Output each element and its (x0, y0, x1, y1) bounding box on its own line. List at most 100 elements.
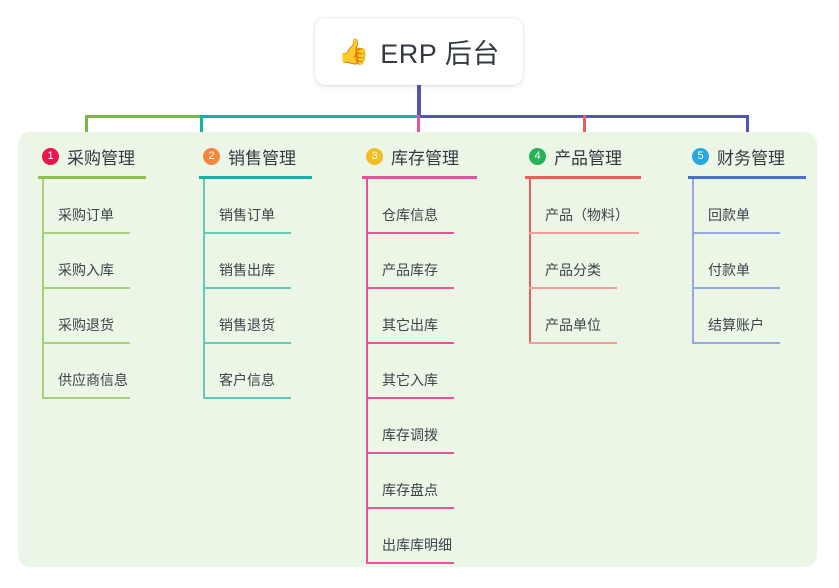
list-item-label: 回款单 (708, 207, 750, 223)
list-item[interactable]: 销售退货 (203, 289, 349, 344)
list-item[interactable]: 销售出库 (203, 234, 349, 289)
list-item[interactable]: 其它入库 (366, 344, 517, 399)
list-item-rule (366, 452, 454, 454)
branch-header-rule (38, 176, 146, 179)
list-item-rule (366, 397, 454, 399)
branch-title: 产品管理 (554, 149, 622, 168)
list-item-rule (203, 397, 291, 399)
mindmap-panel (18, 132, 817, 567)
list-item[interactable]: 供应商信息 (42, 344, 188, 399)
branch-column-4: 4 产品管理 产品（物料） 产品分类 产品单位 (525, 143, 685, 344)
list-item-rule (529, 342, 617, 344)
list-item-rule (529, 287, 617, 289)
list-item-label: 销售订单 (219, 207, 275, 223)
list-item[interactable]: 采购退货 (42, 289, 188, 344)
branch-header-5[interactable]: 5 财务管理 (688, 143, 838, 170)
branch-column-1: 1 采购管理 采购订单 采购入库 采购退货 供应商信息 (38, 143, 188, 399)
list-item-rule (42, 232, 130, 234)
list-item[interactable]: 库存调拨 (366, 399, 517, 454)
list-item[interactable]: 结算账户 (692, 289, 838, 344)
branch-header-3[interactable]: 3 库存管理 (362, 143, 517, 170)
list-item-rule (366, 562, 454, 564)
branch-number-badge: 4 (529, 148, 546, 165)
list-item-rule (692, 342, 780, 344)
branch-column-2: 2 销售管理 销售订单 销售出库 销售退货 客户信息 (199, 143, 349, 399)
list-item-label: 产品（物料） (545, 207, 629, 223)
list-item-rule (692, 287, 780, 289)
branch-header-2[interactable]: 2 销售管理 (199, 143, 349, 170)
branch-header-rule (199, 176, 312, 179)
branch-header-rule (688, 176, 806, 179)
branch-number-badge: 1 (42, 148, 59, 165)
list-item-rule (366, 507, 454, 509)
branch-title: 财务管理 (717, 149, 785, 168)
list-item-label: 其它入库 (382, 372, 438, 388)
branch-items-1: 采购订单 采购入库 采购退货 供应商信息 (42, 179, 188, 399)
list-item[interactable]: 回款单 (692, 179, 838, 234)
branch-column-5: 5 财务管理 回款单 付款单 结算账户 (688, 143, 838, 344)
connector-bus-green (85, 115, 203, 118)
branch-title: 库存管理 (391, 149, 459, 168)
list-item[interactable]: 客户信息 (203, 344, 349, 399)
list-item-label: 付款单 (708, 262, 750, 278)
list-item-label: 采购退货 (58, 317, 114, 333)
list-item[interactable]: 产品库存 (366, 234, 517, 289)
branch-items-3: 仓库信息 产品库存 其它出库 其它入库 库存调拨 库存盘点 出库库明细 (366, 179, 517, 564)
branch-number-badge: 3 (366, 148, 383, 165)
list-item-rule (42, 397, 130, 399)
list-item[interactable]: 采购入库 (42, 234, 188, 289)
branch-title: 采购管理 (67, 149, 135, 168)
branch-header-rule (525, 176, 641, 179)
list-item-rule (203, 232, 291, 234)
list-item-rule (203, 287, 291, 289)
branch-header-1[interactable]: 1 采购管理 (38, 143, 188, 170)
branch-spine (203, 179, 205, 399)
list-item[interactable]: 采购订单 (42, 179, 188, 234)
list-item-label: 其它出库 (382, 317, 438, 333)
list-item-label: 产品库存 (382, 262, 438, 278)
list-item[interactable]: 产品单位 (529, 289, 685, 344)
list-item-label: 采购订单 (58, 207, 114, 223)
list-item-rule (529, 232, 639, 234)
list-item-rule (366, 232, 454, 234)
list-item-rule (366, 342, 454, 344)
list-item-label: 供应商信息 (58, 372, 128, 388)
branch-spine (42, 179, 44, 399)
list-item-rule (42, 287, 130, 289)
list-item-rule (366, 287, 454, 289)
list-item-label: 出库库明细 (382, 537, 452, 553)
branch-header-4[interactable]: 4 产品管理 (525, 143, 685, 170)
list-item-label: 销售退货 (219, 317, 275, 333)
root-connector-stem (417, 85, 421, 118)
list-item[interactable]: 库存盘点 (366, 454, 517, 509)
list-item[interactable]: 出库库明细 (366, 509, 517, 564)
list-item-label: 库存调拨 (382, 427, 438, 443)
list-item-label: 结算账户 (708, 317, 764, 333)
list-item-label: 库存盘点 (382, 482, 438, 498)
list-item-rule (42, 342, 130, 344)
branch-items-5: 回款单 付款单 结算账户 (692, 179, 838, 344)
list-item[interactable]: 产品（物料） (529, 179, 685, 234)
list-item[interactable]: 销售订单 (203, 179, 349, 234)
list-item-label: 仓库信息 (382, 207, 438, 223)
branch-items-2: 销售订单 销售出库 销售退货 客户信息 (203, 179, 349, 399)
branch-number-badge: 2 (203, 148, 220, 165)
branch-number-badge: 5 (692, 148, 709, 165)
list-item-label: 产品单位 (545, 317, 601, 333)
root-node[interactable]: 👍 ERP 后台 (315, 18, 523, 85)
list-item-label: 产品分类 (545, 262, 601, 278)
connector-bus-teal (200, 115, 419, 118)
branch-items-4: 产品（物料） 产品分类 产品单位 (529, 179, 685, 344)
branch-title: 销售管理 (228, 149, 296, 168)
root-node-title: ERP 后台 (380, 39, 500, 69)
list-item[interactable]: 仓库信息 (366, 179, 517, 234)
list-item-rule (203, 342, 291, 344)
branch-spine (692, 179, 694, 344)
list-item[interactable]: 产品分类 (529, 234, 685, 289)
list-item[interactable]: 其它出库 (366, 289, 517, 344)
branch-spine (366, 179, 368, 564)
branch-header-rule (362, 176, 477, 179)
list-item[interactable]: 付款单 (692, 234, 838, 289)
branch-column-3: 3 库存管理 仓库信息 产品库存 其它出库 其它入库 库存调拨 库存盘点 (362, 143, 517, 564)
thumbs-up-icon: 👍 (338, 37, 370, 66)
